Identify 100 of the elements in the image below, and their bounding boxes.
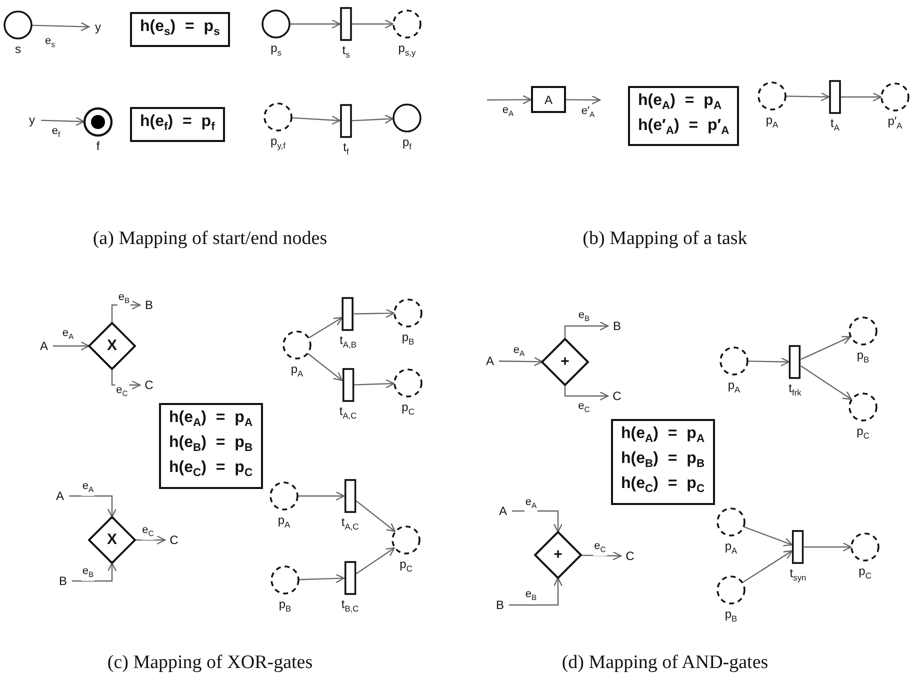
- place-label: f: [96, 139, 100, 153]
- place-label: p$_{C}$: [400, 557, 412, 576]
- arrow: [72, 562, 117, 582]
- figure-caption: (c) Mapping of XOR-gates: [107, 652, 313, 674]
- arrow: [111, 300, 141, 323]
- transition-label: t$_{A,C}$: [341, 515, 359, 534]
- arrow: [308, 353, 343, 381]
- arrow: [509, 577, 563, 606]
- arrow: [356, 547, 395, 574]
- transition-label: t$_{syn}$: [790, 566, 806, 584]
- mapping-equation: h(e′$_{A}$) = p′$_{A}$: [638, 116, 730, 140]
- mapping-box: [628, 86, 740, 146]
- arrow: [564, 385, 609, 401]
- gateway-symbol: +: [560, 354, 570, 370]
- place-label: p$_{C}$: [856, 424, 870, 442]
- place-label: p$_{C}$: [402, 400, 414, 418]
- node-label: A: [486, 354, 494, 368]
- node-label: B: [613, 319, 621, 333]
- place-label: p′$_{A}$: [888, 114, 902, 132]
- arrow: [800, 366, 852, 400]
- arrow: [53, 341, 90, 351]
- transition-label: t$_{A}$: [830, 116, 840, 134]
- node-label: C: [626, 549, 634, 563]
- arrow: [744, 526, 793, 546]
- transition-label: t$_{B,C}$: [341, 597, 359, 616]
- transition-label: t$_{frk}$: [788, 381, 802, 400]
- figure-caption: (a) Mapping of start/end nodes: [92, 228, 328, 250]
- arrow: [135, 535, 166, 545]
- arrow: [40, 116, 85, 126]
- arrow: [800, 336, 851, 360]
- transition-label: t$_{A,C}$: [339, 404, 357, 422]
- mapping-equation: h(e$_{C}$) = p$_{C}$: [621, 474, 705, 498]
- mapping-equation: h(e$_{C}$) = p$_{C}$: [169, 458, 253, 482]
- transition-label: t$_{f}$: [343, 140, 349, 158]
- arrow: [748, 357, 790, 366]
- node-label: B: [59, 574, 67, 588]
- place-label: p$_{B}$: [278, 597, 292, 616]
- node-label: C: [170, 533, 178, 547]
- arrow: [354, 308, 395, 318]
- arrow: [356, 500, 396, 532]
- place-label: p$_{f}$: [402, 135, 412, 154]
- mapping-equation: h(e$_{s}$) = p$_{s}$: [140, 17, 220, 40]
- transition-label: t$_{A,B}$: [340, 333, 356, 352]
- place-label: p$_{C}$: [858, 564, 872, 582]
- place-label: s: [15, 42, 21, 56]
- gateway-symbol: X: [107, 338, 117, 354]
- arrow: [786, 92, 830, 102]
- node-label: y: [95, 20, 101, 34]
- place-label: p$_{A}$: [724, 539, 738, 558]
- arrow: [499, 357, 543, 366]
- arrow: [111, 369, 141, 390]
- place-label: p$_{s}$: [270, 41, 282, 60]
- mapping-equation: h(e$_{A}$) = p$_{A}$: [621, 424, 705, 448]
- place-label: p$_{A}$: [278, 513, 290, 532]
- figure-caption: (d) Mapping of AND-gates: [562, 652, 768, 674]
- arrow: [352, 114, 394, 124]
- transition-label: t$_{s}$: [342, 43, 350, 62]
- place-label: p$_{A}$: [290, 362, 304, 380]
- node-label: C: [144, 378, 154, 392]
- arrow: [308, 317, 343, 338]
- mapping-box: [130, 12, 230, 48]
- mapping-equation: h(e$_{A}$) = p$_{A}$: [638, 91, 723, 114]
- mapping-equation: h(e$_{B}$) = p$_{B}$: [169, 433, 253, 456]
- place-label: p$_{A}$: [766, 113, 778, 132]
- task-box: A: [531, 86, 566, 113]
- place-label: p$_{y,f}$: [270, 134, 286, 152]
- place-label: p$_{B}$: [402, 330, 414, 348]
- node-label: A: [499, 504, 507, 518]
- place-label: p$_{B}$: [724, 607, 738, 626]
- node-label: A: [56, 489, 64, 503]
- arrow: [512, 510, 563, 533]
- arrow: [290, 19, 341, 29]
- gateway-symbol: X: [107, 532, 117, 548]
- arrow: [298, 574, 345, 584]
- place-label: p$_{A}$: [728, 378, 740, 396]
- place-label: p$_{B}$: [856, 348, 870, 366]
- mapping-equation: h(e$_{A}$) = p$_{A}$: [169, 408, 253, 432]
- node-label: B: [145, 298, 153, 312]
- place-label: p$_{s,y}$: [398, 41, 416, 60]
- arrow: [69, 495, 117, 518]
- arrow: [352, 19, 394, 29]
- figure-caption: (b) Mapping of a task: [582, 228, 748, 250]
- arrow: [841, 92, 882, 102]
- arrow: [32, 22, 90, 32]
- arrow: [487, 95, 532, 104]
- node-label: y: [29, 113, 35, 127]
- gateway-symbol: +: [554, 547, 562, 563]
- arrow: [292, 116, 341, 125]
- node-label: B: [496, 598, 504, 612]
- arrow: [742, 550, 793, 583]
- mapping-equation: h(e$_{B}$) = p$_{B}$: [621, 449, 705, 472]
- arrow: [804, 542, 852, 552]
- node-label: C: [612, 389, 622, 403]
- arrow: [298, 491, 345, 501]
- arrow: [354, 379, 395, 388]
- node-label: A: [40, 339, 48, 353]
- mapping-equation: h(e$_{f}$) = p$_{f}$: [140, 112, 215, 136]
- mapping-box: [159, 403, 263, 489]
- mapping-box: [611, 419, 715, 505]
- arrow: [564, 321, 609, 339]
